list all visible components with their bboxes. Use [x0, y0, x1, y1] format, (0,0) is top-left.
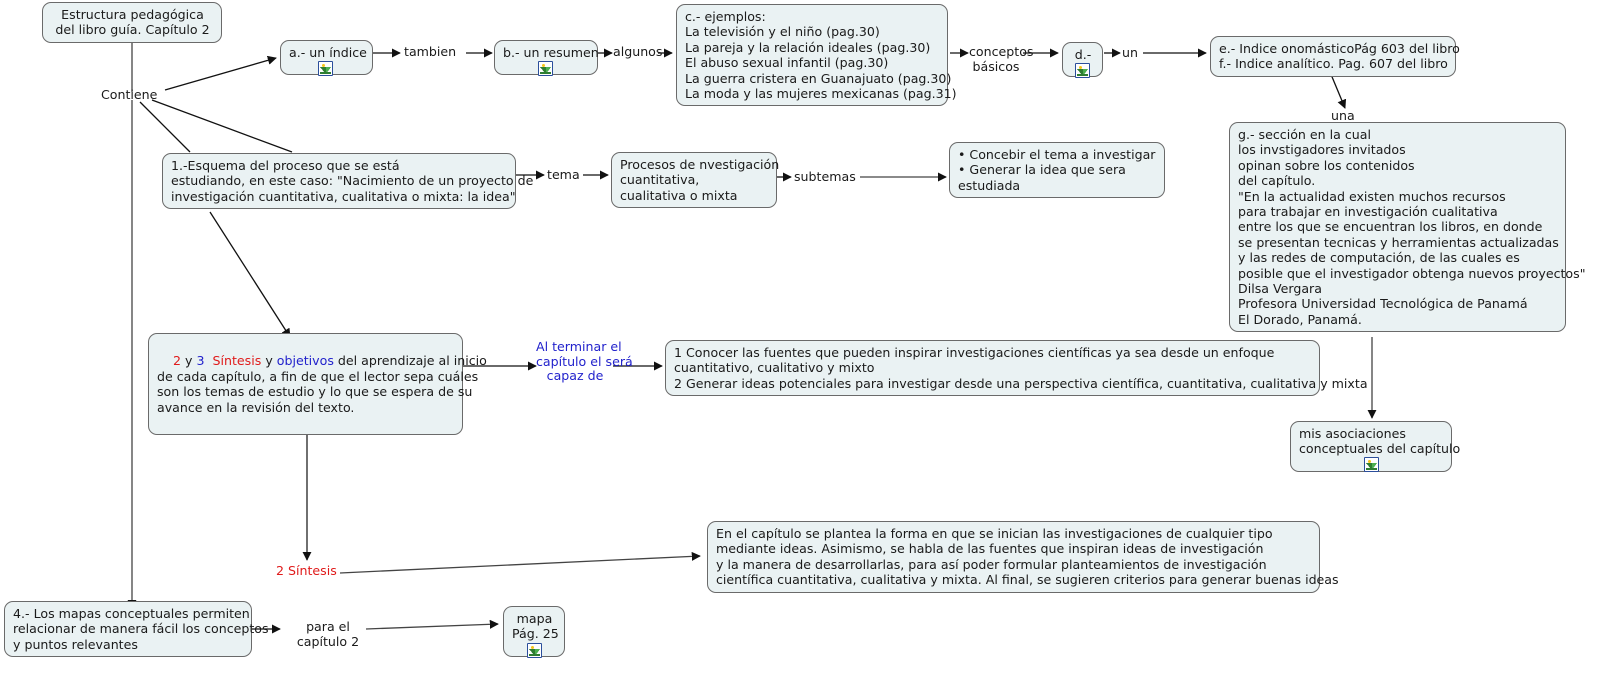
node-indices-onomastico[interactable]: e.- Indice onomásticoPág 603 del libro f…	[1210, 36, 1460, 77]
node-esquema[interactable]: 1.-Esquema del proceso que se está estud…	[162, 153, 533, 210]
sintesis-sep-2: y	[261, 353, 277, 369]
link-label-un: un	[1122, 45, 1138, 60]
node-sintesis-objetivos[interactable]: 2 y 3 Síntesis y objetivos del aprendiza…	[148, 333, 487, 436]
link-label-tambien: tambien	[404, 44, 457, 59]
sintesis-sep-1: y	[181, 353, 197, 369]
node-concebir-generar[interactable]: • Concebir el tema a investigar • Genera…	[949, 142, 1165, 199]
node-indice[interactable]: a.- un índice	[280, 40, 373, 76]
node-mapas-conceptuales[interactable]: 4.- Los mapas conceptuales permiten rela…	[4, 601, 269, 658]
node-capaz-list[interactable]: 1 Conocer las fuentes que pueden inspira…	[665, 340, 1368, 397]
picture-icon[interactable]	[1075, 63, 1090, 78]
link-label-contiene: Contiene	[101, 87, 158, 102]
sintesis-num-3: 3	[196, 353, 205, 369]
link-label-2-sintesis: 2 Síntesis	[276, 563, 337, 578]
link-label-una: una	[1331, 108, 1355, 123]
picture-icon[interactable]	[318, 61, 333, 76]
link-label-tema: tema	[547, 167, 580, 182]
node-seccion-invitados[interactable]: g.- sección en la cual los invstigadores…	[1229, 122, 1586, 333]
picture-icon[interactable]	[538, 61, 553, 76]
node-procesos[interactable]: Procesos de nvestigación cuantitativa, c…	[611, 152, 779, 209]
sintesis-num-2: 2	[173, 353, 182, 369]
picture-icon[interactable]	[1364, 457, 1379, 472]
link-label-conceptos-basicos: conceptos básicos	[969, 44, 1034, 74]
sintesis-word: Síntesis	[204, 353, 262, 369]
node-title[interactable]: Estructura pedagógica del libro guía. Ca…	[42, 2, 222, 43]
link-label-algunos: algunos	[613, 44, 663, 59]
link-label-subtemas: subtemas	[794, 169, 856, 184]
sintesis-rest: del aprendizaje al inicio de cada capítu…	[157, 353, 487, 415]
link-label-al-terminar: Al terminar el capítulo el será capaz de	[536, 339, 633, 383]
node-ejemplos[interactable]: c.- ejemplos: La televisión y el niño (p…	[676, 4, 957, 107]
objetivos-word: objetivos	[276, 353, 334, 369]
node-resumen-capitulo[interactable]: En el capítulo se plantea la forma en qu…	[707, 521, 1339, 593]
picture-icon[interactable]	[527, 643, 542, 658]
link-label-para-el-capitulo: para el capítulo 2	[296, 619, 360, 649]
